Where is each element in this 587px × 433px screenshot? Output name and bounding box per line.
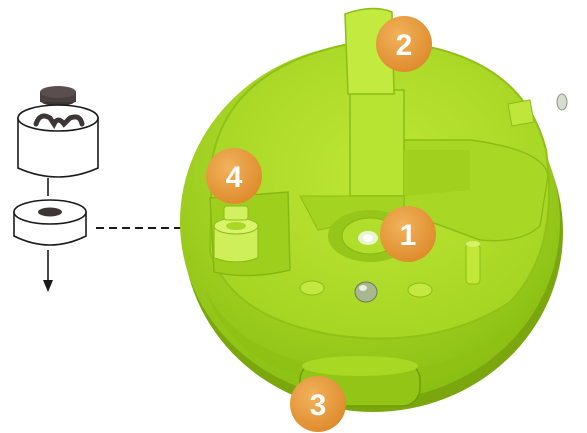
callout-number: 2: [396, 29, 413, 62]
humidifier-base: [180, 8, 567, 412]
float-assembly-icon: [14, 86, 98, 245]
callout-1: 1: [380, 206, 436, 262]
callout-number: 4: [226, 161, 243, 194]
callout-number: 1: [400, 219, 417, 252]
callout-3: 3: [290, 376, 346, 432]
down-arrow-icon: [43, 250, 53, 292]
callout-2: 2: [376, 16, 432, 72]
callout-number: 3: [310, 389, 327, 422]
callout-4: 4: [206, 148, 262, 204]
